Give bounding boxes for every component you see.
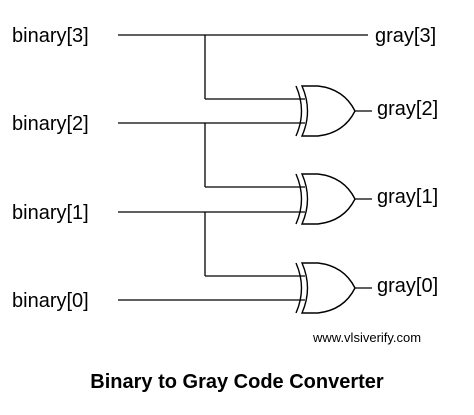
xor-gate-gray0 bbox=[295, 262, 356, 314]
xor-gate-gray1 bbox=[295, 173, 356, 225]
label-binary2: binary[2] bbox=[12, 113, 89, 135]
label-gray0: gray[0] bbox=[377, 275, 438, 297]
label-binary0: binary[0] bbox=[12, 290, 89, 312]
label-gray1: gray[1] bbox=[377, 186, 438, 208]
watermark: www.vlsiverify.com bbox=[312, 330, 421, 345]
label-gray2: gray[2] bbox=[377, 98, 438, 120]
label-gray3: gray[3] bbox=[375, 25, 436, 47]
label-binary1: binary[1] bbox=[12, 202, 89, 224]
xor-gate-gray2 bbox=[295, 85, 356, 137]
diagram-caption: Binary to Gray Code Converter bbox=[90, 371, 384, 393]
label-binary3: binary[3] bbox=[12, 25, 89, 47]
